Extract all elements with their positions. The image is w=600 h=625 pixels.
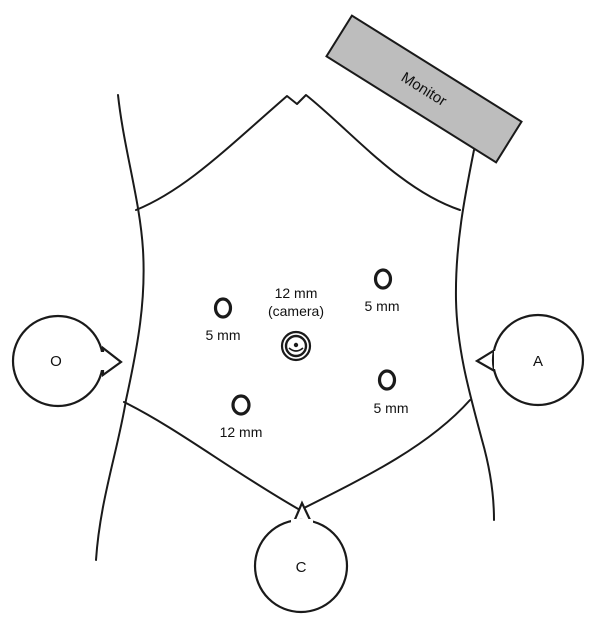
port-left-lower-12mm: 12 mm [220,394,263,440]
port-left-5mm: 5 mm [206,297,241,343]
monitor: Monitor [325,14,523,164]
port-camera-12mm: 12 mm (camera) [268,285,324,362]
torso-outline [95,94,495,561]
port-marker [373,268,393,290]
assistant-label: A [533,353,543,370]
camera-port-label-line2: (camera) [268,303,324,319]
camera-operator-position: C [253,500,349,614]
inguinal-line [123,399,471,511]
operator-position: O [11,314,123,408]
monitor-box [325,14,523,164]
port-marker [231,394,251,416]
camera-lens-icon [288,347,304,352]
port-size-label: 5 mm [374,400,409,416]
assistant-circle [491,313,585,407]
port-size-label: 5 mm [206,327,241,343]
port-size-label: 12 mm [220,424,263,440]
port-marker [213,297,233,319]
torso-left-side [95,94,145,561]
port-right-lower-5mm: 5 mm [374,369,409,416]
camera-operator-label: C [296,559,307,576]
port-size-label: 5 mm [365,298,400,314]
camera-port-label-line1: 12 mm [275,285,318,301]
port-right-upper-5mm: 5 mm [365,268,400,314]
torso-right-side [454,149,495,521]
assistant-position: A [474,313,585,407]
operator-label: O [50,353,62,370]
rib-margin [135,94,461,211]
port-marker [377,369,397,391]
